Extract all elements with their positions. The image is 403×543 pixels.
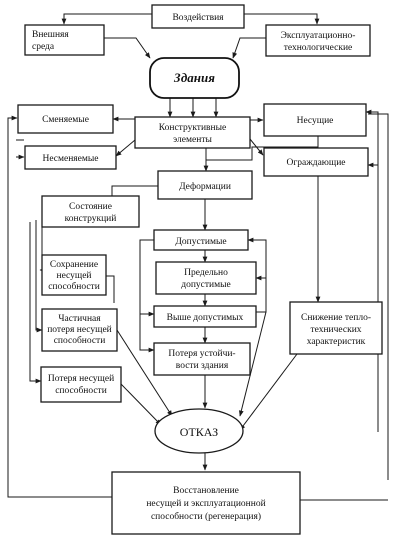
edge-environment-to-buildings [104,37,151,59]
node-sokhranenie-line-1: Сохранение [50,260,98,270]
node-ekspluatatsionno-line-1: Эксплуатационно- [281,31,356,41]
node-chastichnaya: Частичная потеря несущей способности [41,308,118,352]
edge-elements-to-nonreplaceable [115,139,136,157]
edge-deformations-to-state [111,185,158,196]
node-predelno-line-1: Предельно [184,268,228,278]
node-ekspluatatsionno-line-2: технологические [284,43,353,53]
node-smenyaemye-label: Сменяемые [42,115,89,125]
node-ekspluatatsionno: Эксплуатационно- технологические [265,24,371,57]
node-dopustimye-label: Допустимые [175,237,226,247]
node-chastichnaya-line-3: способности [54,335,106,346]
node-sostoyanie-line-1: Состояние [69,202,112,212]
node-vozdeystviya: Воздействия [151,4,245,29]
node-sokhranenie-line-2: несущей [57,270,92,281]
node-sostoyanie-line-2: конструкций [65,213,117,224]
node-konstruktivnye-line-1: Конструктивные [159,123,226,133]
edge-above-side-to-failure [238,311,267,417]
connectors [7,13,389,501]
node-poterya-ustoych-line-2: вости здания [176,361,229,371]
edge-state-to-loss [29,222,42,384]
node-konstruktivnye: Конструктивные элементы [134,116,251,149]
edge-right-return-2 [368,113,389,480]
node-deformatsii-label: Деформации [179,181,231,192]
node-smenyaemye: Сменяемые [17,104,114,134]
node-sokhranenie-line-3: способности [48,281,100,292]
edge-bracket-right [247,237,267,313]
node-predelno-line-2: допустимые [181,280,230,290]
node-snizhenie: Снижение тепло- технических характеристи… [289,301,383,355]
edge-partial-to-failure [116,329,173,417]
edge-thermal-to-failure [239,349,301,431]
node-vosstanovlenie-line-2: несущей и эксплуатационной [146,498,265,509]
node-nesushchie-label: Несущие [297,116,334,126]
node-sokhranenie: Сохранение несущей способности [41,254,107,296]
node-chastichnaya-line-1: Частичная [58,314,101,324]
node-deformatsii: Деформации [157,170,253,200]
node-zdaniya-label: Здания [173,70,215,85]
node-poterya-ustoych: Потеря устойчи- вости здания [153,342,251,376]
node-vneshnyaya-sreda-line-1: Внешняя [32,30,69,40]
node-nesmenyaemye: Несменяемые [24,145,117,170]
node-dopustimye: Допустимые [153,229,249,251]
edge-bracket-left [139,239,155,353]
node-ograzhdayushchie-label: Ограждающие [286,158,345,168]
node-zdaniya: Здания [149,57,240,99]
node-predelno: Предельно допустимые [155,261,257,295]
node-otkaz: ОТКАЗ [154,408,244,454]
node-vneshnyaya-sreda: Внешняя среда [24,24,105,56]
edge-state-to-partial [35,220,43,333]
node-poterya-ustoych-line-1: Потеря устойчи- [168,348,235,359]
node-poterya-nesushchey: Потеря несущей способности [40,366,122,403]
node-sostoyanie: Состояние конструкций [41,195,140,228]
edge-loadbearing-to-state [206,136,319,161]
node-vozdeystviya-label: Воздействия [172,12,224,23]
node-vyshe: Выше допустимых [153,305,257,328]
node-vyshe-label: Выше допустимых [167,313,244,323]
node-poterya-nesushchey-line-1: Потеря несущей [48,373,114,384]
node-vneshnyaya-sreda-line-2: среда [32,42,55,52]
edge-left-return-1 [7,115,112,498]
node-snizhenie-line-3: характеристик [307,337,366,347]
node-snizhenie-line-1: Снижение тепло- [301,313,371,323]
node-otkaz-label: ОТКАЗ [180,425,218,439]
node-snizhenie-line-2: технических [310,325,361,335]
node-vosstanovlenie-line-1: Восстановление [173,486,239,496]
node-konstruktivnye-line-2: элементы [173,135,212,145]
edge-loss-to-failure [120,383,162,426]
edge-operational-to-buildings [232,37,266,59]
edge-impacts-to-operational [244,13,320,25]
node-poterya-nesushchey-line-2: способности [55,385,107,396]
node-vosstanovlenie: Восстановление несущей и эксплуатационно… [111,471,301,535]
node-nesushchie: Несущие [263,103,367,137]
node-nesmenyaemye-label: Несменяемые [42,154,98,164]
edge-impacts-to-environment [61,13,152,25]
edge-preservation-to-regeneration [106,275,115,303]
node-vosstanovlenie-line-3: способности (регенерация) [151,511,261,522]
node-ograzhdayushchie: Ограждающие [263,147,369,177]
node-chastichnaya-line-2: потеря несущей [47,324,112,335]
